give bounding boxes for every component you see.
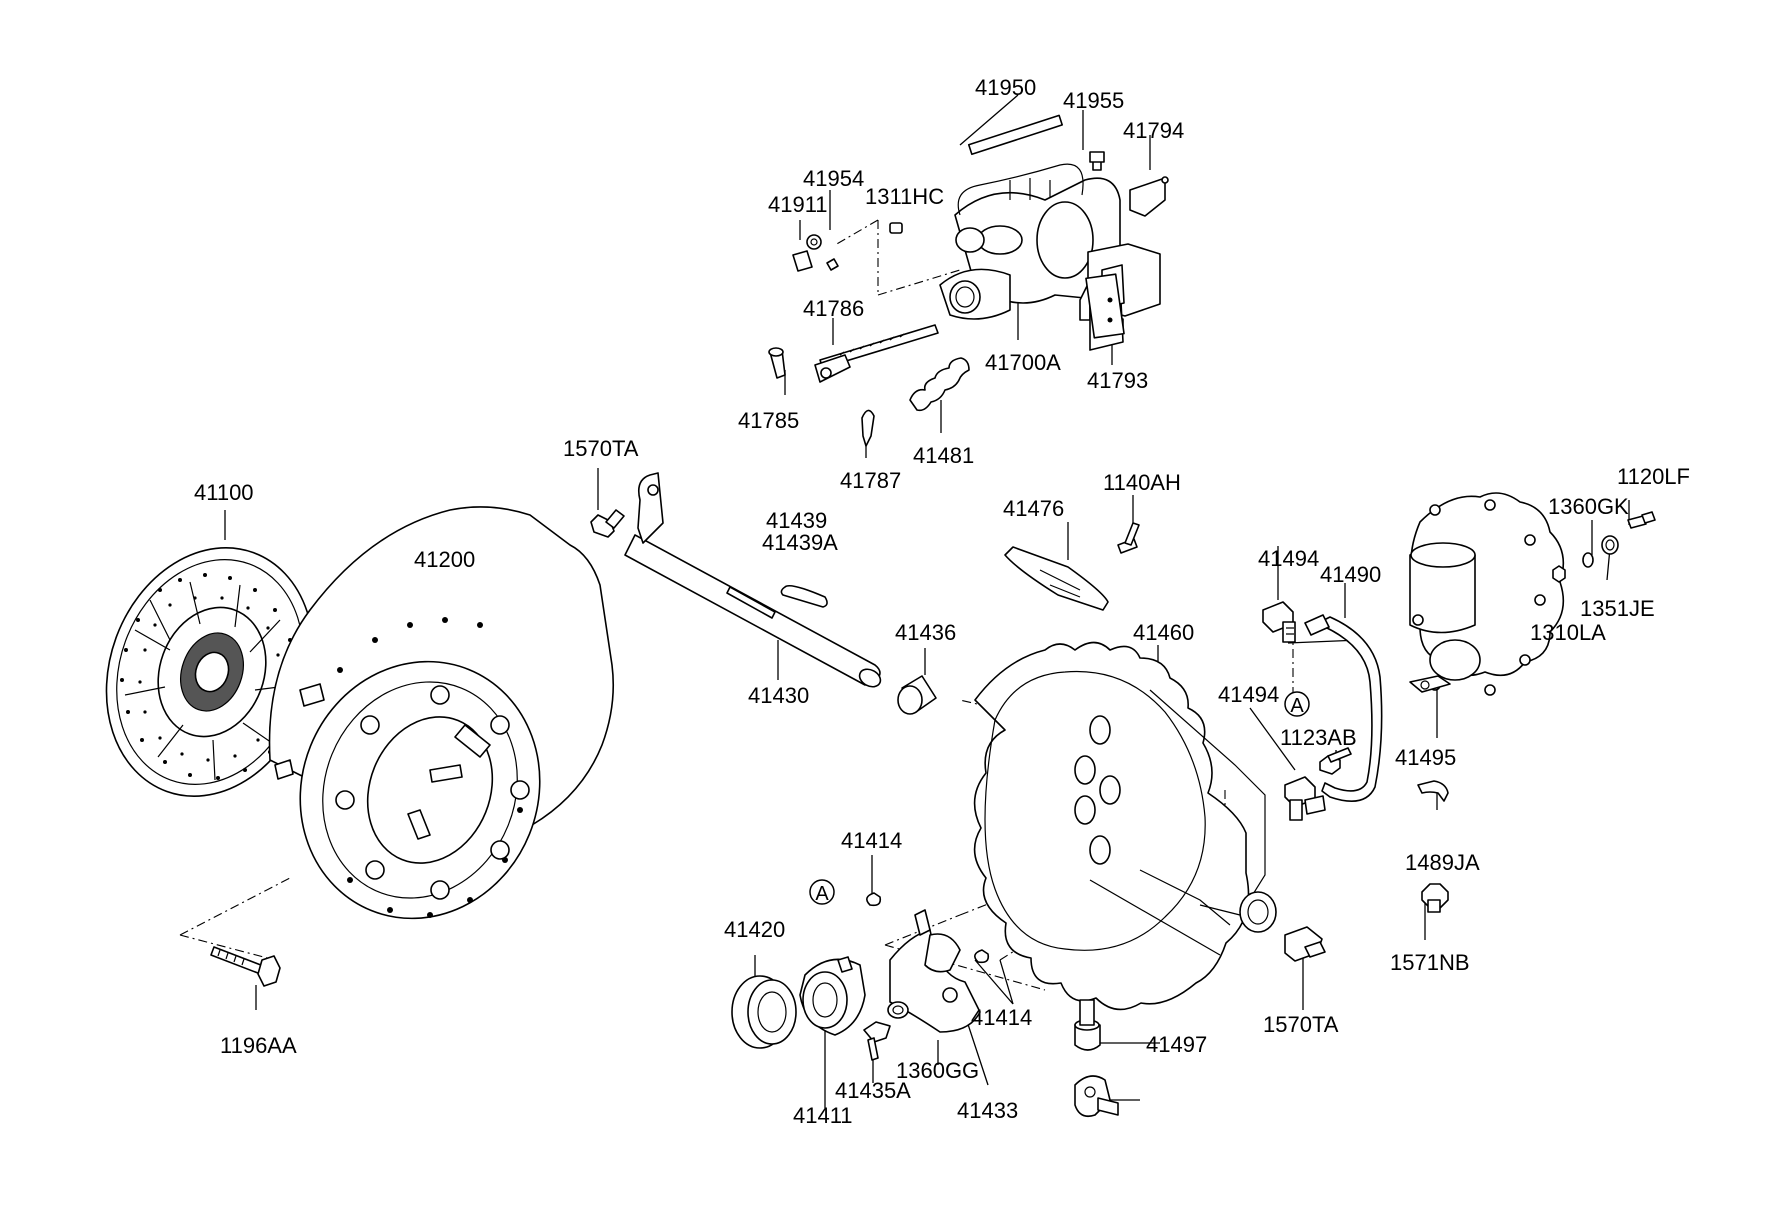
- release-bearing-carrier: [799, 956, 866, 1036]
- label-1360gk: 1360GK: [1548, 494, 1629, 519]
- label-41954: 41954: [803, 166, 864, 191]
- label-41439: 41439: [766, 508, 827, 533]
- label-41436: 41436: [895, 620, 956, 645]
- label-41793: 41793: [1087, 368, 1148, 393]
- dust-cover-plate: [1004, 546, 1109, 611]
- label-1360gg: 1360GG: [896, 1058, 979, 1083]
- label-41786: 41786: [803, 296, 864, 321]
- label-41955: 41955: [1063, 88, 1124, 113]
- release-bearing: [731, 975, 797, 1049]
- label-1120lf: 1120LF: [1617, 464, 1690, 489]
- clutch-cover: [268, 506, 615, 920]
- label-41433: 41433: [957, 1098, 1018, 1123]
- clutch-hose: [1304, 614, 1383, 815]
- label-41460: 41460: [1133, 620, 1194, 645]
- hose-fitting-top: [1262, 601, 1296, 643]
- label-41411: 41411: [793, 1103, 853, 1128]
- label-1123ab: 1123AB: [1280, 725, 1357, 750]
- label-1140ah: 1140AH: [1103, 470, 1181, 495]
- plug-1571nb: [1421, 883, 1449, 913]
- label-41700a: 41700A: [985, 350, 1061, 375]
- clip-1489ja: [1417, 780, 1449, 802]
- release-shaft: [590, 472, 882, 688]
- label-41785: 41785: [738, 408, 799, 433]
- label-41476: 41476: [1003, 496, 1064, 521]
- clutch-booster-assembly: [768, 114, 1169, 447]
- label-1570ta-bottom: 1570TA: [1263, 1012, 1339, 1037]
- shaft-bushing: [897, 675, 937, 715]
- label-41100: 41100: [194, 480, 254, 505]
- label-41911: 41911: [768, 192, 828, 217]
- reference-marker-a-bottom: A: [809, 879, 835, 905]
- label-41414-top: 41414: [841, 828, 902, 853]
- svg-text:A: A: [815, 883, 829, 905]
- nut-1310la: [1552, 565, 1566, 583]
- label-41435a: 41435A: [835, 1078, 911, 1103]
- leader-lines: [179, 94, 1630, 1108]
- label-1311hc: 1311HC: [865, 184, 944, 209]
- spring-clip-top: [866, 892, 882, 907]
- bolt-1140ah: [1117, 522, 1140, 554]
- label-41490: 41490: [1320, 562, 1381, 587]
- bracket-41495: [1409, 675, 1451, 693]
- label-41420: 41420: [724, 917, 785, 942]
- label-1570ta-top: 1570TA: [563, 436, 639, 461]
- reference-marker-a-top: A: [1284, 691, 1310, 717]
- label-41494-top: 41494: [1258, 546, 1319, 571]
- plug-41497: [1074, 999, 1101, 1051]
- label-41495: 41495: [1395, 745, 1456, 770]
- label-1310la: 1310LA: [1530, 620, 1606, 645]
- bolt-1196aa: [210, 946, 281, 987]
- release-fork: [889, 909, 981, 1033]
- label-41414-bottom: 41414: [971, 1005, 1032, 1030]
- label-41950: 41950: [975, 75, 1036, 100]
- label-41787: 41787: [840, 468, 901, 493]
- label-41481: 41481: [913, 443, 974, 468]
- label-1489ja: 1489JA: [1405, 850, 1480, 875]
- part-labels: 41950 41955 41794 41954 1311HC 41911 417…: [194, 75, 1690, 1128]
- label-41200: 41200: [414, 547, 475, 572]
- breather-elbow: [1074, 1075, 1119, 1118]
- label-41497: 41497: [1146, 1032, 1207, 1057]
- clutch-housing: [973, 641, 1277, 1011]
- washer-1360gg: [887, 1001, 909, 1019]
- svg-text:A: A: [1290, 695, 1304, 717]
- washer-1360gk: [1582, 552, 1594, 568]
- label-41494-mid: 41494: [1218, 682, 1279, 707]
- spring-clip-bottom: [974, 949, 990, 964]
- breather-1570ta-bottom: [1284, 926, 1326, 962]
- label-41794: 41794: [1123, 118, 1184, 143]
- bolt-1123ab: [1319, 747, 1352, 775]
- label-1196aa: 1196AA: [220, 1033, 297, 1058]
- bolt-1120lf: [1627, 511, 1656, 529]
- clutch-disc: [105, 547, 315, 797]
- label-1571nb: 1571NB: [1390, 950, 1470, 975]
- label-41439a: 41439A: [762, 530, 838, 555]
- bearing-retainer: [1409, 492, 1565, 696]
- label-41430: 41430: [748, 683, 809, 708]
- label-1351je: 1351JE: [1580, 596, 1655, 621]
- washer-1351je: [1601, 535, 1619, 555]
- bolt-41435a: [863, 1021, 891, 1061]
